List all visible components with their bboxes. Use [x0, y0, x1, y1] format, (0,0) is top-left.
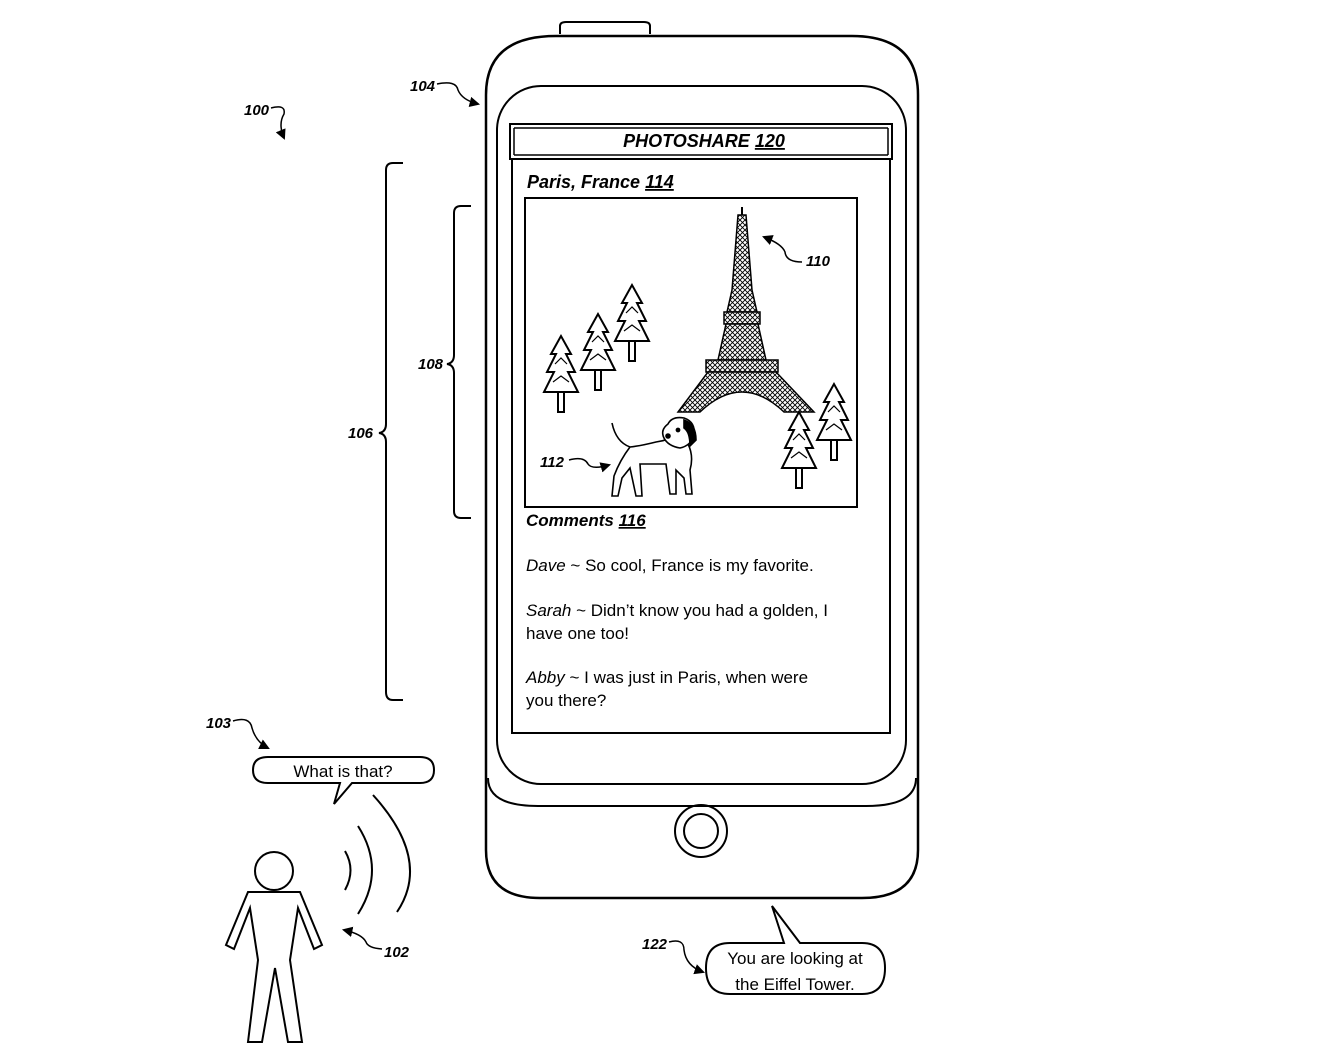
app-title: PHOTOSHARE 120 — [623, 131, 785, 151]
ref-112-callout: 112 — [540, 454, 612, 473]
eiffel-tower-icon — [676, 207, 816, 413]
svg-text:108: 108 — [418, 356, 444, 373]
photo-frame[interactable]: 110 112 — [524, 197, 858, 508]
app-title-bar — [509, 123, 893, 160]
sound-wave-icon — [344, 794, 411, 915]
svg-text:104: 104 — [410, 78, 436, 95]
ref-122-callout: 122 — [642, 936, 705, 975]
ref-103-callout: 103 — [206, 715, 270, 749]
comment-abby-cont: you there? — [526, 691, 606, 710]
comment-sarah-cont: have one too! — [526, 624, 629, 643]
bracket-108: 108 — [418, 205, 471, 519]
ref-102-callout: 102 — [341, 926, 410, 961]
svg-text:102: 102 — [384, 944, 410, 961]
person-icon — [224, 851, 324, 1043]
svg-text:110: 110 — [806, 253, 831, 270]
assistant-reply-bubble: You are looking at the Eiffel Tower. — [704, 905, 887, 995]
bracket-106: 106 — [348, 162, 403, 701]
svg-text:106: 106 — [348, 425, 374, 442]
location-heading: Paris, France 114 — [527, 172, 674, 192]
power-button[interactable] — [559, 21, 651, 34]
svg-text:You are looking at: You are looking at — [727, 949, 863, 968]
svg-text:103: 103 — [206, 715, 232, 732]
ref-104-callout: 104 — [410, 78, 481, 108]
ref-100-callout: 100 — [244, 102, 286, 140]
svg-text:122: 122 — [642, 936, 668, 953]
user-query-bubble: What is that? — [251, 756, 436, 805]
comment-sarah: Sarah ~ Didn’t know you had a golden, I — [526, 601, 828, 620]
ref-110-callout: 110 — [762, 235, 831, 270]
comment-dave: Dave ~ So cool, France is my favorite. — [526, 556, 814, 575]
comment-abby: Abby ~ I was just in Paris, when were — [525, 668, 808, 687]
svg-text:the Eiffel Tower.: the Eiffel Tower. — [735, 975, 854, 994]
svg-text:112: 112 — [540, 454, 565, 471]
home-button-icon[interactable] — [674, 804, 728, 858]
svg-text:100: 100 — [244, 102, 270, 119]
dog-icon — [611, 416, 697, 497]
comments-heading: Comments 116 — [526, 511, 646, 530]
svg-text:What is that?: What is that? — [293, 762, 392, 781]
